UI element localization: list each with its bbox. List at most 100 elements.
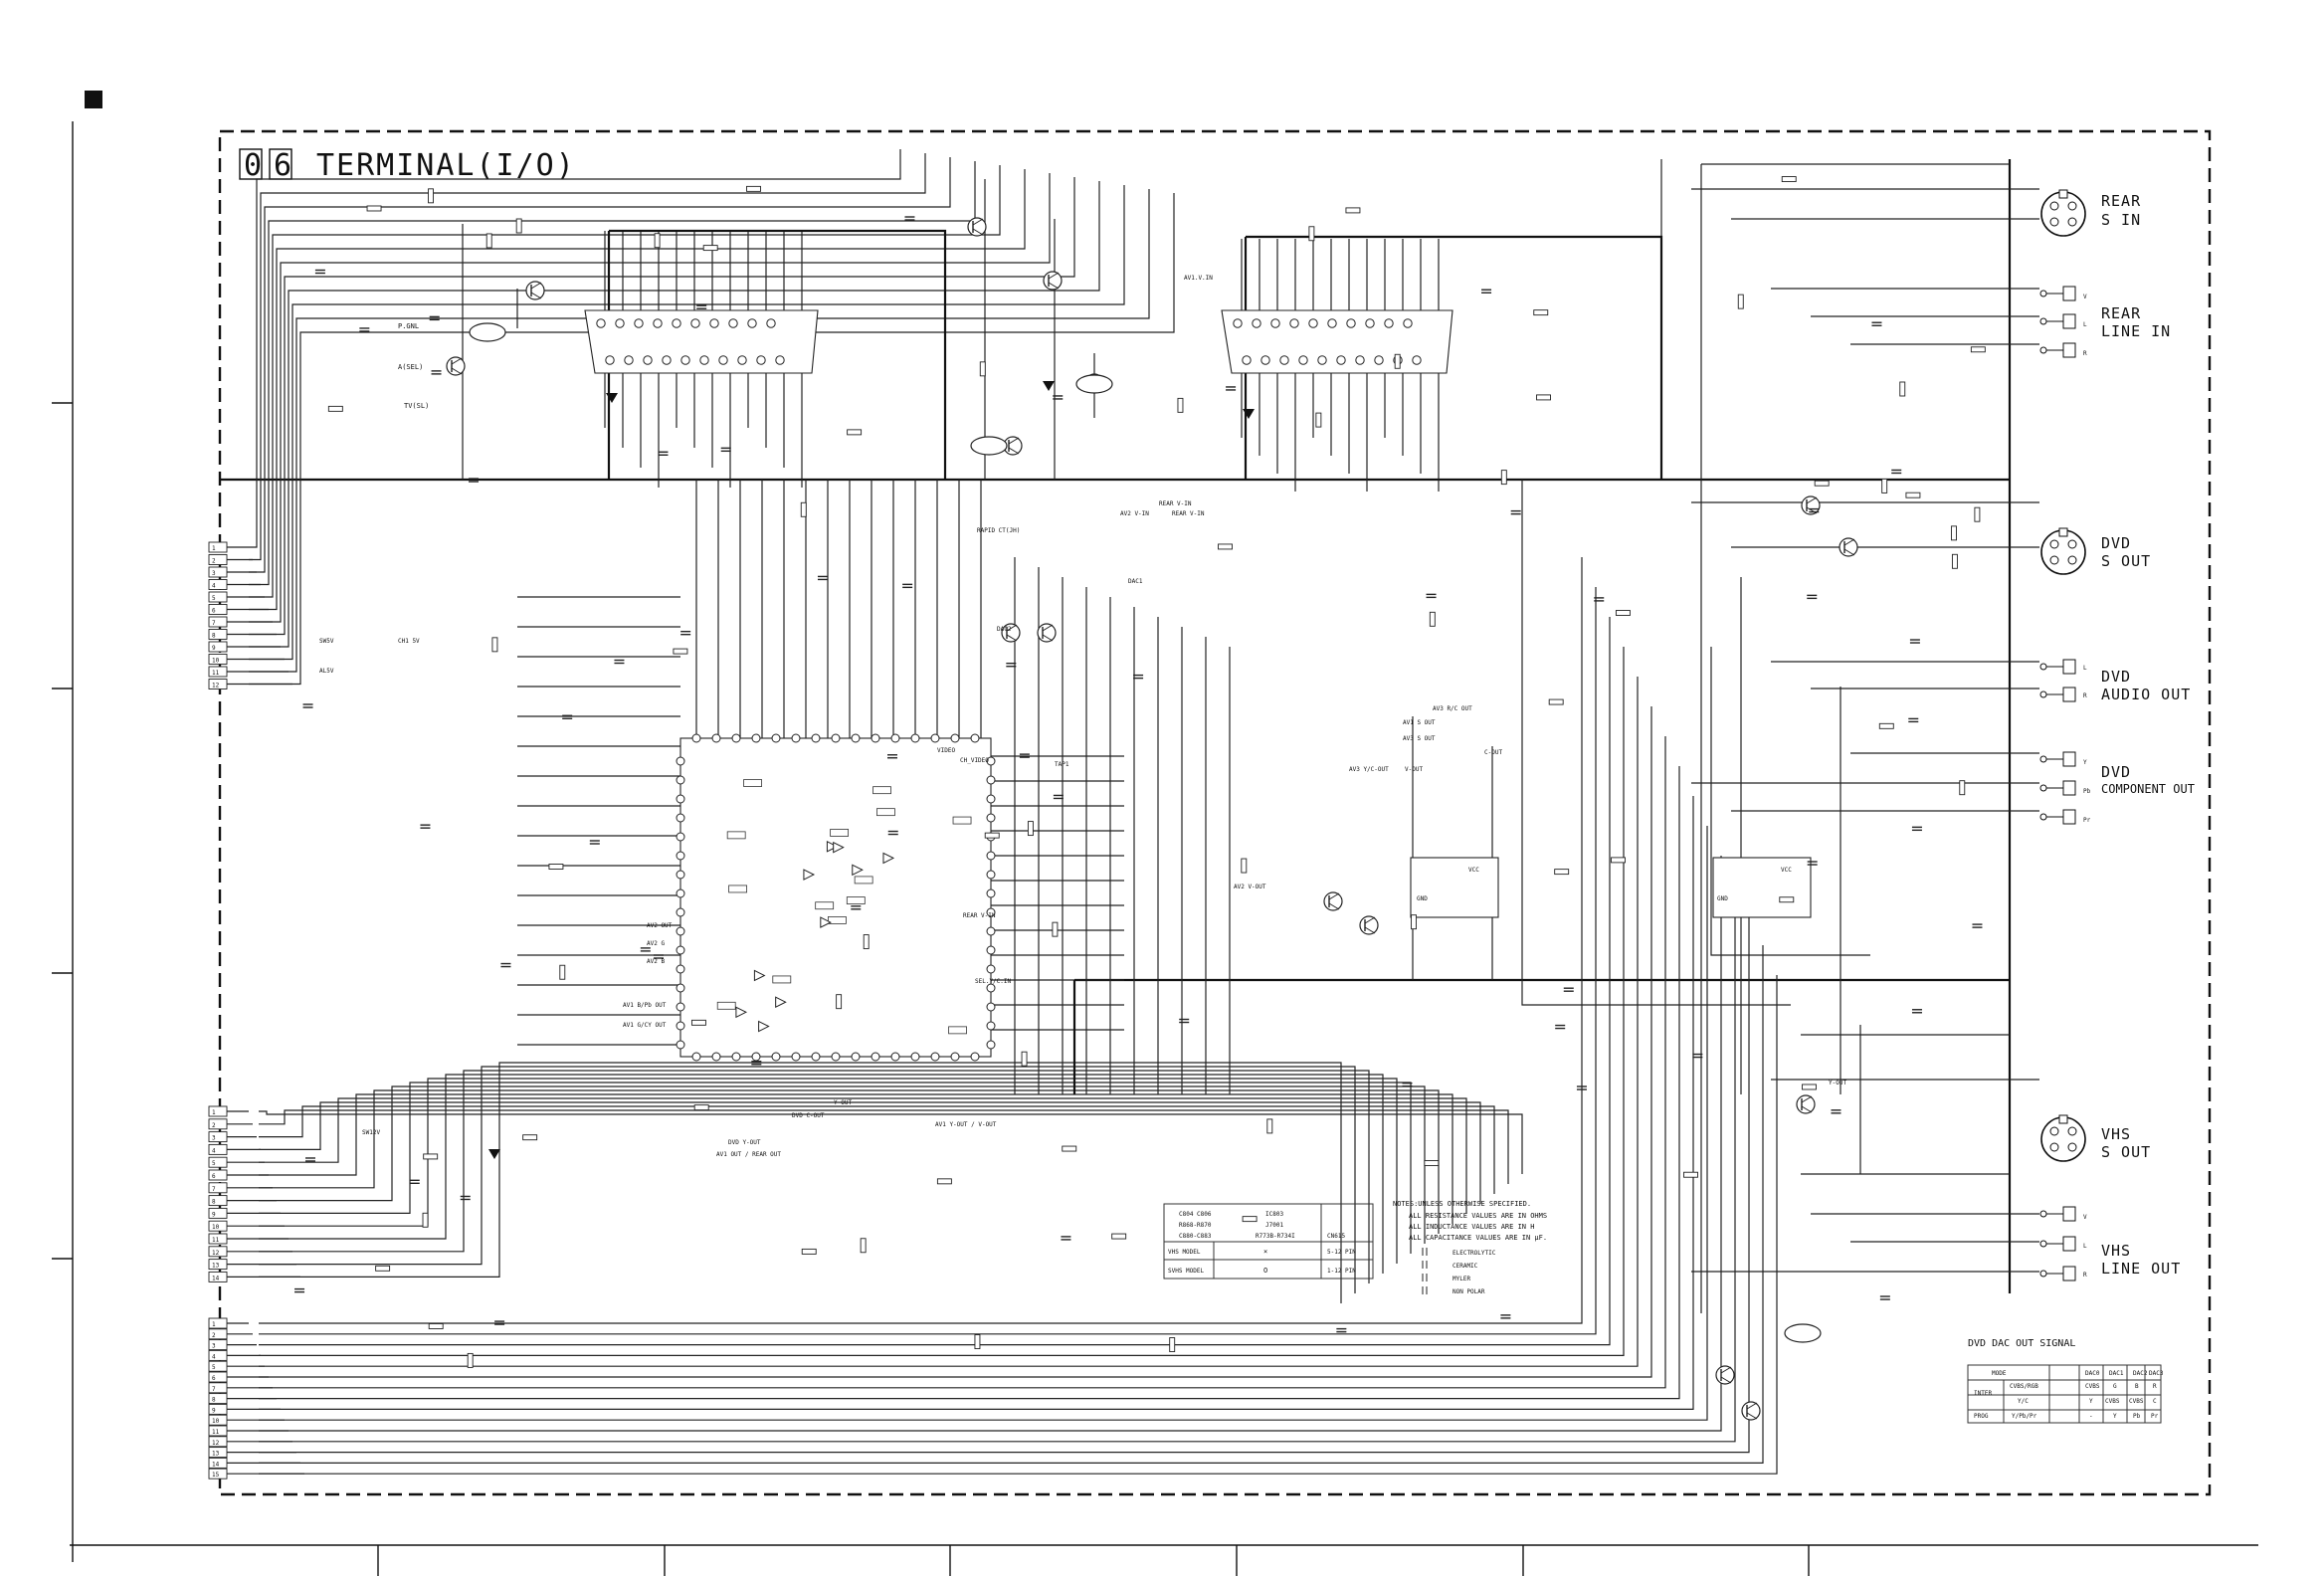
pin-number: 8 xyxy=(212,633,216,640)
notes: NOTES:UNLESS OTHERWISE SPECIFIED. ALL RE… xyxy=(1393,1200,1547,1295)
rear-s-in-label-2: S IN xyxy=(2101,211,2141,229)
ic-label-video: VIDEO xyxy=(937,747,955,754)
dac-r3-c0: - xyxy=(2089,1413,2093,1420)
rear-line-in-label-2: LINE IN xyxy=(2101,322,2171,340)
pin-number: 5 xyxy=(212,595,216,602)
net-dac2: DAC2 xyxy=(997,626,1012,633)
jack-pin-letters: V L R L R Y Pb Pr V L R xyxy=(2083,294,2091,1279)
buffer-ic-1-vcc: VCC xyxy=(1468,867,1479,874)
scart-connector-av2 xyxy=(1221,309,1453,374)
model-table-cn615: CN615 xyxy=(1327,1233,1345,1240)
net-av1-gcy-out: AV1 G/CY OUT xyxy=(623,1022,667,1029)
transistors xyxy=(446,217,1858,1421)
title-text: TERMINAL(I/O) xyxy=(316,148,576,183)
pin-number: 9 xyxy=(212,645,216,652)
vhs-line-out-label-2: LINE OUT xyxy=(2101,1260,2181,1278)
pin-number: 13 xyxy=(212,1263,220,1270)
dac-r1-c1: G xyxy=(2113,1383,2117,1390)
buffer-ic-2-vcc: VCC xyxy=(1781,867,1792,874)
net-av2-out: AV2 OUT xyxy=(647,922,673,929)
dac-r3-sub: Y/Pb/Pr xyxy=(2012,1413,2037,1420)
vhs-line-pin-v: V xyxy=(2083,1214,2087,1221)
dvd-audio-pin-r: R xyxy=(2083,692,2087,699)
model-table-ic803: IC803 xyxy=(1265,1211,1283,1218)
pin-number: 12 xyxy=(212,683,220,690)
pin-number: 9 xyxy=(212,1407,216,1414)
model-table-r868: R868-R870 xyxy=(1179,1222,1212,1229)
notes-line-2: ALL INDUCTANCE VALUES ARE IN H xyxy=(1409,1223,1534,1231)
pin-number: 6 xyxy=(212,1375,216,1382)
pin-number: 1 xyxy=(212,545,216,552)
pin-number: 10 xyxy=(212,1418,220,1425)
component-pin-pb: Pb xyxy=(2083,788,2091,795)
net-c-out: C-OUT xyxy=(1484,749,1502,756)
net-a-sel: A(SEL) xyxy=(398,363,423,371)
scart-connector-av1 xyxy=(584,309,819,374)
notes-line-3: ALL CAPACITANCE VALUES ARE IN μF. xyxy=(1409,1234,1547,1242)
pin-number: 9 xyxy=(212,1211,216,1218)
ic-label-sel-yc: SEL.Y/C.IN xyxy=(975,978,1012,985)
sheet-title: 0 6 TERMINAL(I/O) xyxy=(239,148,576,183)
buffer-ic-1-gnd: GND xyxy=(1417,895,1428,902)
dvd-component-out-label-2: COMPONENT OUT xyxy=(2101,782,2195,796)
rear-line-in-pin-v: V xyxy=(2083,294,2087,300)
pin-number: 2 xyxy=(212,558,216,565)
pin-number: 12 xyxy=(212,1250,220,1257)
passive-components xyxy=(294,176,1986,1368)
net-labels: P.GNL A(SEL) TV(SL) AV1.V.IN REAR V-IN A… xyxy=(319,275,1846,1158)
connector-labels: REAR S IN REAR LINE IN DVD S OUT DVD AUD… xyxy=(2101,192,2195,1278)
page-marker xyxy=(85,91,102,108)
net-av1-yout-vout: AV1 Y-OUT / V-OUT xyxy=(935,1121,997,1128)
dac-r2-c3: C xyxy=(2153,1398,2157,1405)
pin-number: 4 xyxy=(212,1147,216,1154)
dac-r3-c3: Pr xyxy=(2151,1413,2159,1420)
legend-myler: MYLER xyxy=(1452,1276,1470,1282)
net-rapid-ct: RAPID CT(JH) xyxy=(977,527,1020,534)
net-av3-rc-out: AV3 R/C OUT xyxy=(1433,705,1472,712)
dac-out-table: DVD DAC OUT SIGNAL MODE DAC0 DAC1 DAC2 D… xyxy=(1967,1338,2164,1424)
net-av3-s-out: AV3 S OUT xyxy=(1403,735,1436,742)
net-av2-g: AV2 G xyxy=(647,940,665,947)
pin-number: 11 xyxy=(212,1237,220,1244)
net-sw12v: SW12V xyxy=(362,1129,380,1136)
net-av1-s-out: AV1 S OUT xyxy=(1403,719,1436,726)
pin-number: 13 xyxy=(212,1451,220,1458)
pin-number: 2 xyxy=(212,1332,216,1339)
vhs-s-out-label-2: S OUT xyxy=(2101,1143,2151,1161)
net-av3-yc-out: AV3 Y/C-OUT xyxy=(1349,766,1389,773)
pin-number: 14 xyxy=(212,1461,220,1468)
net-av1-v-in: AV1.V.IN xyxy=(1184,275,1213,282)
model-table-svhs-mark: O xyxy=(1263,1267,1267,1275)
legend-ceramic: CERAMIC xyxy=(1452,1263,1478,1270)
dac-r1-sub: CVBS/RGB xyxy=(2010,1383,2038,1390)
vhs-line-pin-l: L xyxy=(2083,1243,2087,1250)
dac-r3-c2: Pb xyxy=(2133,1413,2141,1420)
buffer-ic-2-gnd: GND xyxy=(1717,895,1728,902)
net-sw5v: SW5V xyxy=(319,638,334,645)
rca-jacks xyxy=(2039,286,2076,1281)
vhs-s-out-label-1: VHS xyxy=(2101,1125,2131,1143)
pin-number: 10 xyxy=(212,1224,220,1231)
dvd-audio-pin-l: L xyxy=(2083,665,2087,672)
net-y-out: Y-OUT xyxy=(1829,1080,1846,1086)
pin-number: 2 xyxy=(212,1122,216,1129)
title-digit-1: 6 xyxy=(274,148,293,183)
dac-r1-c3: R xyxy=(2153,1383,2157,1390)
rear-line-in-label-1: REAR xyxy=(2101,304,2141,322)
dac-r1-mode: INTER xyxy=(1974,1390,1992,1397)
title-digit-0: 0 xyxy=(244,148,264,183)
board-frame xyxy=(218,129,2212,1496)
model-table-c804: C804 C806 xyxy=(1179,1211,1212,1218)
net-v-out: V-OUT xyxy=(1405,766,1423,773)
model-table-vhs-pins: 5-12 PIN xyxy=(1327,1249,1356,1256)
buffer-ic-1: GND VCC xyxy=(1410,857,1499,918)
net-y-out-short: Y-OUT xyxy=(834,1099,852,1106)
model-table: C804 C806 IC803 R868-R870 J7001 C880-C88… xyxy=(1163,1203,1374,1280)
vhs-line-out-label-1: VHS xyxy=(2101,1242,2131,1260)
buffer-ic-2: GND VCC xyxy=(1712,857,1812,918)
model-table-vhs: VHS MODEL xyxy=(1168,1249,1201,1256)
net-av2-v-out: AV2 V-OUT xyxy=(1234,884,1266,890)
model-table-svhs-pins: 1-12 PIN xyxy=(1327,1268,1356,1275)
